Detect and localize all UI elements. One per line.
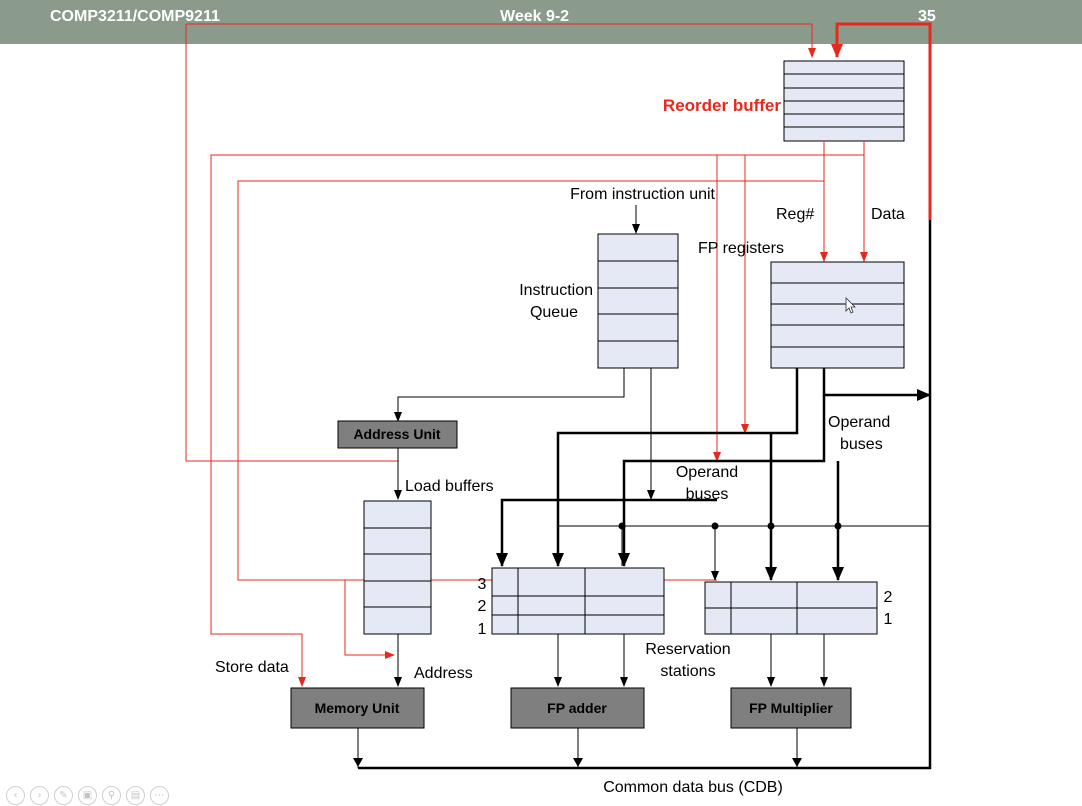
adder-rs-number-1: 1 bbox=[478, 621, 487, 638]
reorder-buffer-label: Reorder buffer bbox=[663, 96, 781, 115]
junction-dot bbox=[618, 522, 626, 530]
adder-reservation-stations bbox=[491, 567, 665, 635]
common-data-bus bbox=[358, 220, 932, 770]
mouse-cursor-icon bbox=[845, 297, 856, 314]
mult-reservation-stations bbox=[704, 581, 878, 635]
rob-to-rs-line bbox=[237, 180, 824, 581]
address-line bbox=[344, 580, 395, 659]
address-unit-to-rob-line bbox=[185, 24, 398, 462]
fp-adder-box bbox=[510, 687, 645, 729]
previous-icon[interactable]: ‹ bbox=[6, 786, 25, 805]
mult-rs-number-1: 1 bbox=[884, 611, 893, 628]
cdb-label: Common data bus (CDB) bbox=[603, 779, 783, 796]
registers-to-rob-bus bbox=[822, 368, 931, 401]
mult-cdb-arrowhead bbox=[792, 758, 802, 767]
instruction-to-rs-bus bbox=[496, 498, 717, 567]
instruction-queue-label-1: Instruction bbox=[519, 282, 593, 299]
thick-bus-lines bbox=[358, 220, 932, 770]
reg-num-label: Reg# bbox=[776, 206, 814, 223]
fp-registers-label: FP registers bbox=[698, 240, 784, 257]
operand-buses-right-label-1: Operand bbox=[828, 414, 890, 431]
queue-to-address-arrow bbox=[394, 368, 625, 422]
memory-cdb-arrowhead bbox=[353, 758, 363, 767]
store-data-label: Store data bbox=[215, 659, 289, 676]
course-code: COMP3211/COMP9211 bbox=[50, 8, 220, 25]
fp-multiplier-label: FP Multiplier bbox=[749, 700, 833, 716]
load-buffers-box bbox=[363, 500, 432, 635]
instruction-queue-box bbox=[597, 233, 679, 369]
reservation-stations-label-2: stations bbox=[660, 663, 715, 680]
operand-buses-right-label-2: buses bbox=[840, 436, 883, 453]
junction-dot bbox=[767, 522, 775, 530]
junction-dot bbox=[834, 522, 842, 530]
address-unit-label: Address Unit bbox=[353, 426, 440, 442]
slide-header: COMP3211/COMP9211 Week 9-2 35 bbox=[0, 0, 1082, 44]
cdb-to-rob-line bbox=[831, 22, 932, 220]
memory-unit-box bbox=[290, 687, 425, 729]
next-icon[interactable]: › bbox=[30, 786, 49, 805]
zoom-icon[interactable]: ⚲ bbox=[102, 786, 121, 805]
more-icon[interactable]: ⋯ bbox=[150, 786, 169, 805]
address-unit-box bbox=[337, 420, 458, 449]
store-data-line bbox=[210, 154, 864, 687]
mult-rs-number-2: 2 bbox=[884, 589, 893, 606]
slides-icon[interactable]: ▣ bbox=[78, 786, 97, 805]
pen-icon[interactable]: ✎ bbox=[54, 786, 73, 805]
reservation-stations-label-1: Reservation bbox=[645, 641, 730, 658]
operand-buses-center-label-2: buses bbox=[686, 486, 729, 503]
reorder-buffer-box bbox=[783, 60, 905, 142]
from-instruction-unit-label: From instruction unit bbox=[570, 186, 715, 203]
junction-dot bbox=[711, 522, 719, 530]
address-label: Address bbox=[414, 665, 473, 682]
memory-unit-label: Memory Unit bbox=[315, 700, 400, 716]
red-signal-lines bbox=[185, 22, 932, 687]
data-label: Data bbox=[871, 206, 905, 223]
adder-cdb-arrowhead bbox=[573, 758, 583, 767]
junction-dots bbox=[618, 522, 842, 530]
fp-registers-box bbox=[770, 261, 905, 369]
instruction-queue-label-2: Queue bbox=[530, 304, 578, 321]
fp-adder-label: FP adder bbox=[547, 700, 607, 716]
adder-rs-number-3: 3 bbox=[478, 576, 487, 593]
presentation-toolbar: ‹ › ✎ ▣ ⚲ ▤ ⋯ bbox=[6, 786, 169, 805]
cdb-arrowheads bbox=[353, 758, 802, 767]
load-buffers-label: Load buffers bbox=[405, 478, 494, 495]
week-label: Week 9-2 bbox=[500, 8, 570, 25]
adder-rs-number-2: 2 bbox=[478, 598, 487, 615]
fp-multiplier-box bbox=[730, 687, 852, 729]
operand-bus-2 bbox=[618, 395, 826, 567]
rob-input-line bbox=[186, 23, 816, 58]
operand-buses-center-label-1: Operand bbox=[676, 464, 738, 481]
subtitles-icon[interactable]: ▤ bbox=[126, 786, 145, 805]
slide-number: 35 bbox=[918, 8, 936, 25]
